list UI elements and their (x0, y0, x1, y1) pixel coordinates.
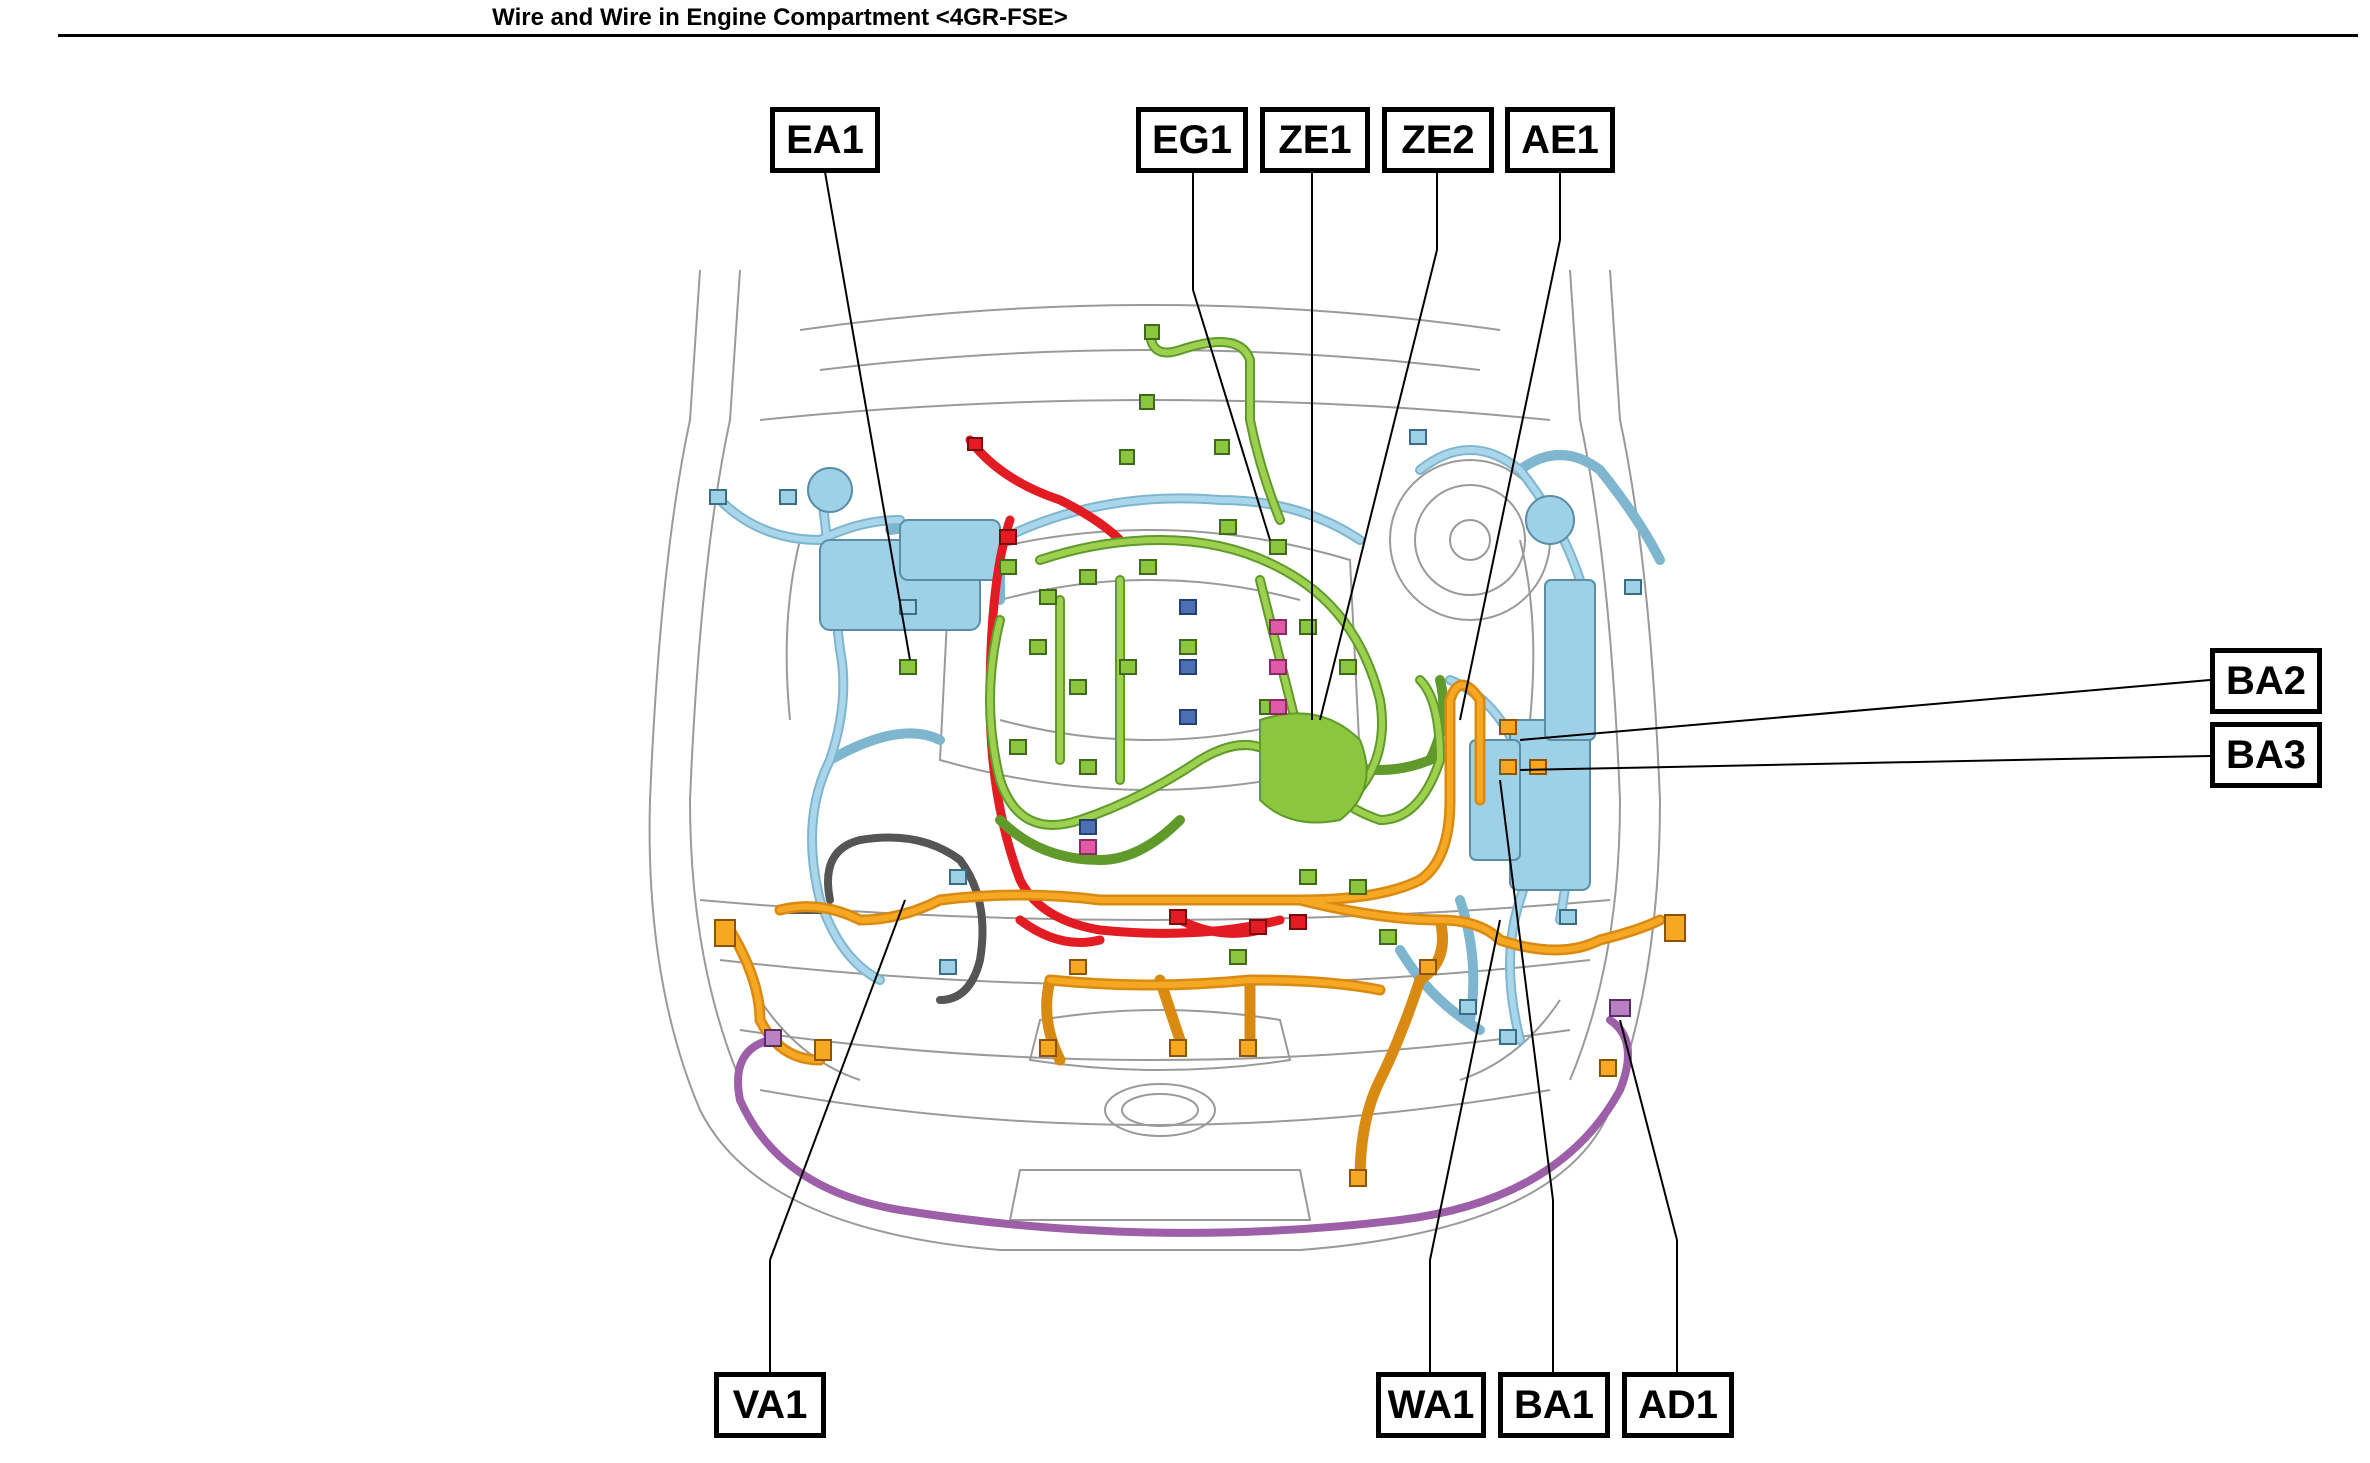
engine-wire-junction (1259, 712, 1368, 824)
connectors-purple (764, 999, 1631, 1047)
connectors-orange (714, 719, 1686, 1187)
callout-ba1: BA1 (1498, 1372, 1610, 1438)
front-wire-inner (727, 682, 1663, 1063)
connectors-red (967, 437, 1307, 935)
callout-eg1: EG1 (1136, 107, 1248, 173)
diagram-title: Wire and Wire in Engine Compartment <4GR… (492, 4, 1068, 31)
connectors-dark-blue (1079, 599, 1197, 835)
leader-lines (769, 171, 2211, 1372)
title-rule (58, 34, 2358, 37)
callout-ze2: ZE2 (1382, 107, 1494, 173)
callout-ba2: BA2 (2210, 648, 2322, 714)
callout-wa1: WA1 (1376, 1372, 1486, 1438)
connectors-blue (709, 429, 1642, 1045)
callout-va1: VA1 (714, 1372, 826, 1438)
connectors-pink (1079, 619, 1287, 855)
callout-ba3: BA3 (2210, 722, 2322, 788)
car-body-outline (648, 269, 1662, 1251)
callout-ae1: AE1 (1505, 107, 1615, 173)
engine-wire-inner (987, 327, 1444, 828)
callout-ad1: AD1 (1622, 1372, 1734, 1438)
engine-wire (985, 325, 1449, 866)
bumper-wire (734, 1016, 1632, 1237)
connectors-green (899, 324, 1397, 965)
callout-ze1: ZE1 (1260, 107, 1370, 173)
callout-ea1: EA1 (770, 107, 880, 173)
